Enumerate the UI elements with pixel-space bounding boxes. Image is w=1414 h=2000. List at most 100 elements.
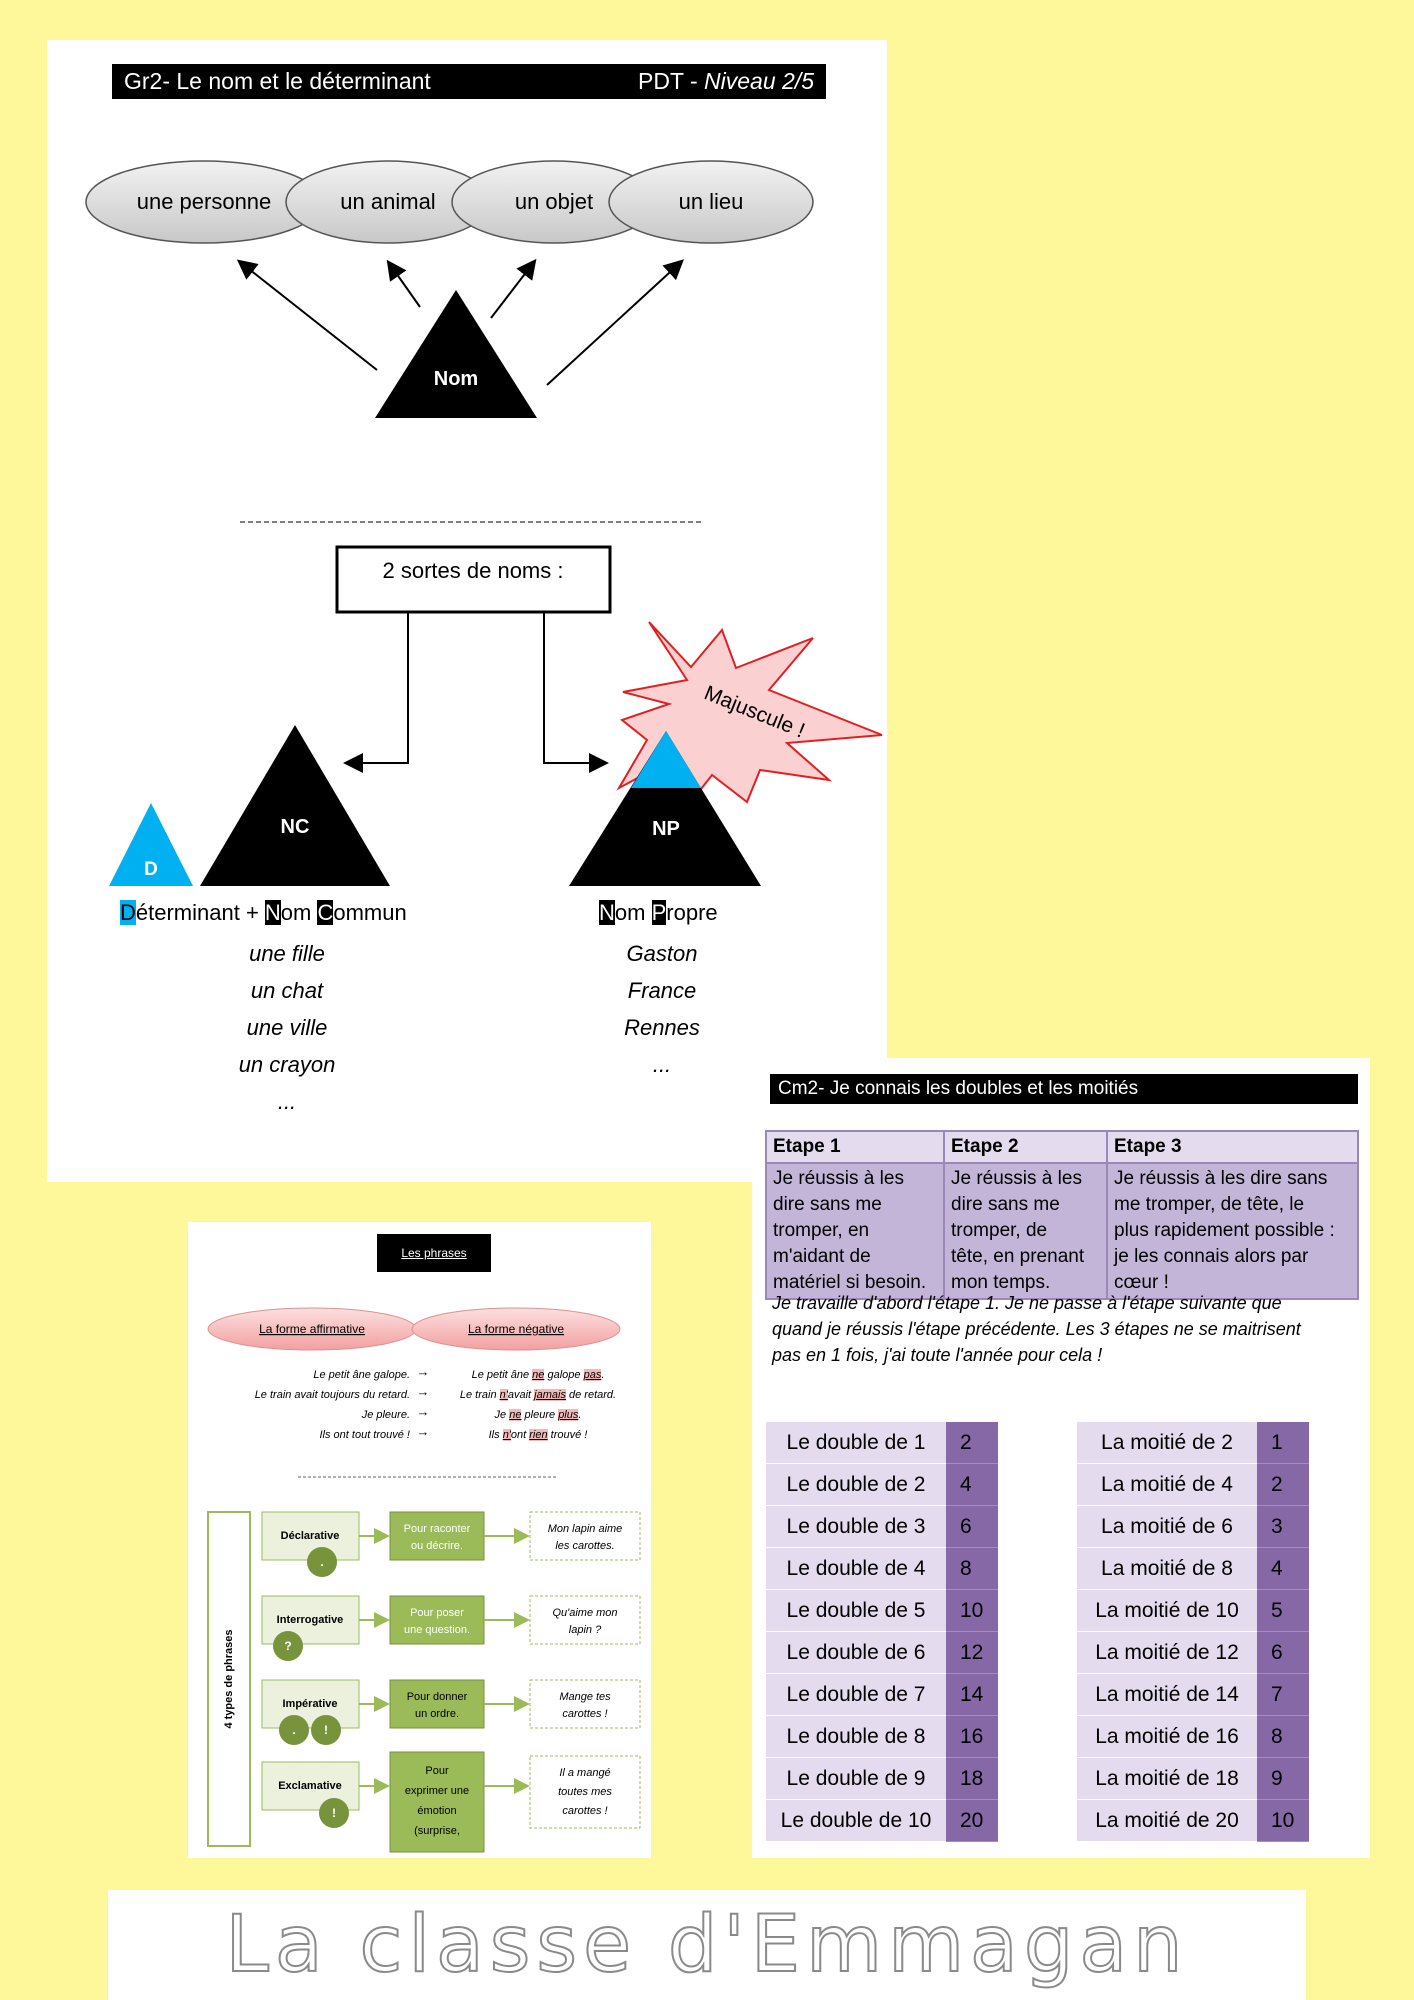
row-label: La moitié de 10 — [1077, 1589, 1257, 1632]
cm2-header: Cm2- Je connais les doubles et les moiti… — [770, 1074, 1358, 1104]
aff-sentences: Le petit âne galope. Le train avait touj… — [198, 1365, 410, 1445]
arrow-icon: → — [416, 1364, 430, 1379]
svg-text:Pour: Pour — [425, 1765, 449, 1777]
form-negative: La forme négative — [411, 1307, 621, 1351]
d-triangle: D — [109, 803, 193, 886]
svg-text:Qu'aime mon: Qu'aime mon — [552, 1607, 617, 1619]
svg-text:!: ! — [332, 1806, 336, 1820]
svg-text:!: ! — [324, 1723, 328, 1737]
svg-text:une question.: une question. — [404, 1624, 470, 1636]
row-value: 4 — [1257, 1547, 1309, 1590]
svg-text:les carottes.: les carottes. — [555, 1540, 614, 1552]
row-label: La moitié de 12 — [1077, 1631, 1257, 1674]
type-declarative: Déclarative . Pour raconter ou décrire. … — [261, 1511, 641, 1577]
row-label: La moitié de 4 — [1077, 1463, 1257, 1506]
svg-text:carottes !: carottes ! — [562, 1708, 607, 1720]
svg-text:carottes !: carottes ! — [562, 1805, 607, 1817]
phrases-diagram: La forme affirmative La forme négative 4… — [207, 1307, 641, 1853]
step-header: Etape 1 — [765, 1130, 945, 1164]
nc-triangle: NC — [200, 725, 390, 886]
nc-example: ... — [277, 1089, 297, 1114]
svg-text:lapin ?: lapin ? — [569, 1624, 602, 1636]
nom-diagram: une personne un animal un objet un lieu … — [85, 160, 883, 886]
svg-text:Déclarative: Déclarative — [281, 1530, 340, 1542]
side-bracket — [207, 1511, 251, 1847]
np-examples: Gaston France Rennes ... — [592, 935, 732, 1083]
row-value: 10 — [1257, 1799, 1309, 1842]
row-value: 16 — [946, 1715, 998, 1758]
nc-example: une ville — [246, 1015, 328, 1040]
svg-text:.: . — [292, 1723, 295, 1737]
aff-sentence: Le petit âne galope. — [313, 1369, 410, 1381]
svg-text:Mon lapin aime: Mon lapin aime — [548, 1523, 623, 1535]
row-label: La moitié de 2 — [1077, 1422, 1257, 1464]
row-label: La moitié de 6 — [1077, 1505, 1257, 1548]
phrases-title: Les phrases — [377, 1234, 491, 1272]
nom-header-level: PDT - Niveau 2/5 — [638, 68, 814, 94]
type-exclamative: Exclamative ! Pour exprimer une émotion … — [261, 1751, 641, 1853]
row-value: 6 — [946, 1505, 998, 1548]
cm2-card: Cm2- Je connais les doubles et les moiti… — [752, 1058, 1370, 1858]
np-triangle: NP — [569, 731, 761, 886]
svg-text:un animal: un animal — [340, 189, 435, 214]
nom-header: Gr2- Le nom et le déterminant PDT - Nive… — [112, 64, 826, 99]
row-label: Le double de 9 — [766, 1757, 946, 1800]
svg-text:La forme affirmative: La forme affirmative — [259, 1322, 365, 1336]
aff-sentence: Le train avait toujours du retard. — [254, 1389, 410, 1401]
row-value: 7 — [1257, 1673, 1309, 1716]
side-label: 4 types de phrases — [223, 1629, 235, 1728]
ellipse-animal: un animal — [285, 160, 491, 244]
nom-triangle: Nom — [375, 290, 537, 418]
svg-text:Il a mangé: Il a mangé — [559, 1767, 610, 1779]
row-value: 8 — [1257, 1715, 1309, 1758]
row-value: 1 — [1257, 1422, 1309, 1464]
type-imperative: Impérative . ! Pour donner un ordre. Man… — [261, 1679, 641, 1745]
row-value: 9 — [1257, 1757, 1309, 1800]
svg-text:émotion: émotion — [417, 1805, 456, 1817]
row-value: 10 — [946, 1589, 998, 1632]
svg-text:Impérative: Impérative — [282, 1698, 337, 1710]
svg-text:Exclamative: Exclamative — [278, 1780, 342, 1792]
row-value: 18 — [946, 1757, 998, 1800]
row-value: 3 — [1257, 1505, 1309, 1548]
phrases-card: Les phrases La forme affirmative La form… — [188, 1222, 651, 1858]
np-example: Gaston — [626, 941, 698, 966]
row-label: Le double de 3 — [766, 1505, 946, 1548]
svg-text:?: ? — [284, 1639, 291, 1653]
svg-text:.: . — [320, 1555, 323, 1569]
neg-sentences: Le petit âne ne galope pas. Le train n'a… — [433, 1365, 643, 1445]
cm2-note: Je travaille d'abord l'étape 1. Je ne pa… — [772, 1293, 1301, 1365]
svg-text:une personne: une personne — [137, 189, 272, 214]
row-label: La moitié de 20 — [1077, 1799, 1257, 1842]
row-label: La moitié de 16 — [1077, 1715, 1257, 1758]
nc-example: un crayon — [238, 1052, 336, 1077]
svg-text:(surprise,: (surprise, — [414, 1825, 460, 1837]
arrows-col: → → → → — [413, 1362, 433, 1442]
nc-example: une fille — [249, 941, 325, 966]
row-label: La moitié de 8 — [1077, 1547, 1257, 1590]
brand-text: La classe d'Emmagan — [224, 1899, 1189, 1991]
nc-examples: une fille un chat une ville un crayon ..… — [197, 935, 377, 1120]
nom-arrows — [236, 258, 684, 386]
svg-text:Nom: Nom — [434, 368, 478, 390]
svg-text:La forme négative: La forme négative — [468, 1322, 564, 1336]
row-label: Le double de 5 — [766, 1589, 946, 1632]
